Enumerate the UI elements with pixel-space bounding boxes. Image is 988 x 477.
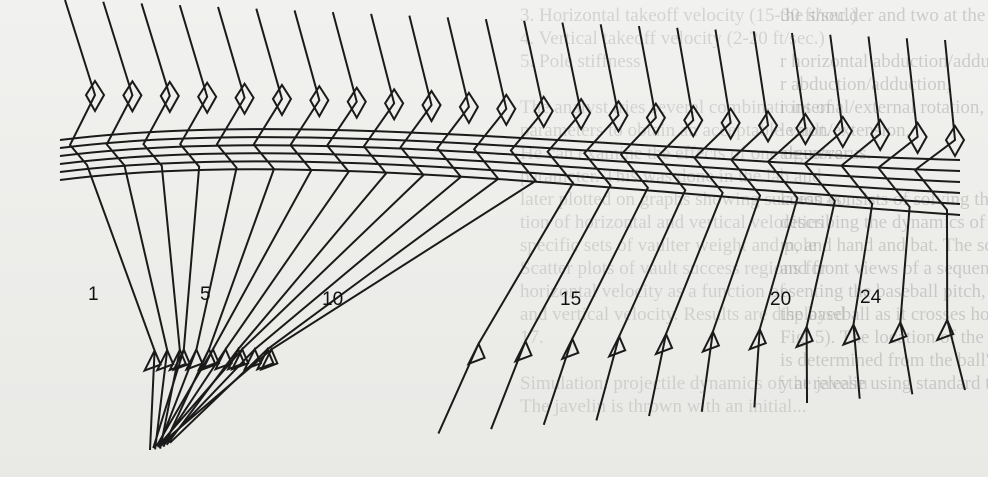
frame-number-label: 20 (770, 289, 791, 310)
stick-figure-frame (544, 26, 656, 425)
stick-figure-frame (649, 30, 731, 417)
stick-figure-frame (596, 28, 693, 421)
hand-shape (562, 339, 578, 359)
stick-figure-frame (160, 16, 432, 444)
stick-figure-frame (163, 21, 544, 442)
frame-number-label: 1 (88, 284, 99, 305)
frame-number-label: 10 (322, 289, 343, 310)
hand-shape (843, 325, 859, 345)
stick-figure-frame (491, 24, 618, 429)
stick-figure-frame (438, 23, 581, 434)
stick-figure-frame (165, 17, 469, 443)
stick-figure-frame (162, 12, 357, 445)
stick-figure-frame (103, 2, 167, 450)
hand-shape (469, 344, 485, 364)
stick-figure-frame (65, 0, 155, 450)
hand-shape (797, 327, 813, 347)
stick-figure-frame (158, 7, 244, 447)
frame-number-label: 5 (200, 284, 211, 305)
stick-figure-frame (842, 37, 881, 399)
frame-number-label: 15 (560, 289, 581, 310)
stick-figure-frame (805, 35, 843, 403)
stick-figures (60, 0, 965, 450)
stick-figure-frame (878, 38, 917, 394)
trajectory-line (60, 153, 960, 193)
hand-shape (750, 329, 766, 349)
hand-shape (515, 341, 531, 361)
frame-number-label: 24 (860, 287, 882, 308)
